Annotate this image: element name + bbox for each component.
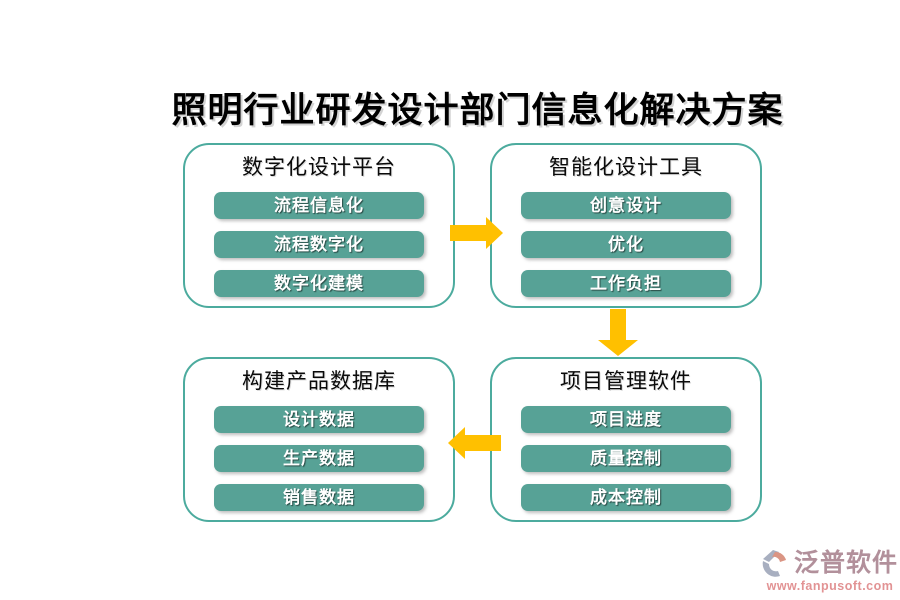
brand-name: 泛普软件: [794, 549, 899, 577]
panel-intelligent-design-tools: 智能化设计工具 创意设计 优化 工作负担: [490, 143, 762, 308]
panel-digital-design-platform: 数字化设计平台 流程信息化 流程数字化 数字化建模: [183, 143, 455, 308]
pill-item: 数字化建模: [214, 270, 424, 297]
brand-logo-icon: [762, 550, 786, 577]
pill-item: 项目进度: [521, 406, 731, 433]
arrow-right-icon: [450, 217, 503, 249]
panel-title: 项目管理软件: [560, 369, 692, 393]
arrow-left-icon: [448, 427, 501, 459]
panel-title: 数字化设计平台: [242, 155, 396, 179]
pill-item: 销售数据: [214, 484, 424, 511]
pill-item: 工作负担: [521, 270, 731, 297]
panel-title: 智能化设计工具: [549, 155, 703, 179]
pill-item: 质量控制: [521, 445, 731, 472]
diagram-title: 照明行业研发设计部门信息化解决方案: [171, 91, 784, 130]
panel-project-management-software: 项目管理软件 项目进度 质量控制 成本控制: [490, 357, 762, 522]
panel-product-database: 构建产品数据库 设计数据 生产数据 销售数据: [183, 357, 455, 522]
panel-title: 构建产品数据库: [242, 369, 396, 393]
pill-item: 成本控制: [521, 484, 731, 511]
brand-url: www.fanpusoft.com: [766, 579, 894, 593]
pill-item: 流程信息化: [214, 192, 424, 219]
pill-item: 生产数据: [214, 445, 424, 472]
pill-item: 创意设计: [521, 192, 731, 219]
pill-item: 设计数据: [214, 406, 424, 433]
brand-watermark: 泛普软件 www.fanpusoft.com: [760, 548, 900, 593]
pill-item: 优化: [521, 231, 731, 258]
arrow-down-icon: [598, 309, 638, 356]
pill-item: 流程数字化: [214, 231, 424, 258]
